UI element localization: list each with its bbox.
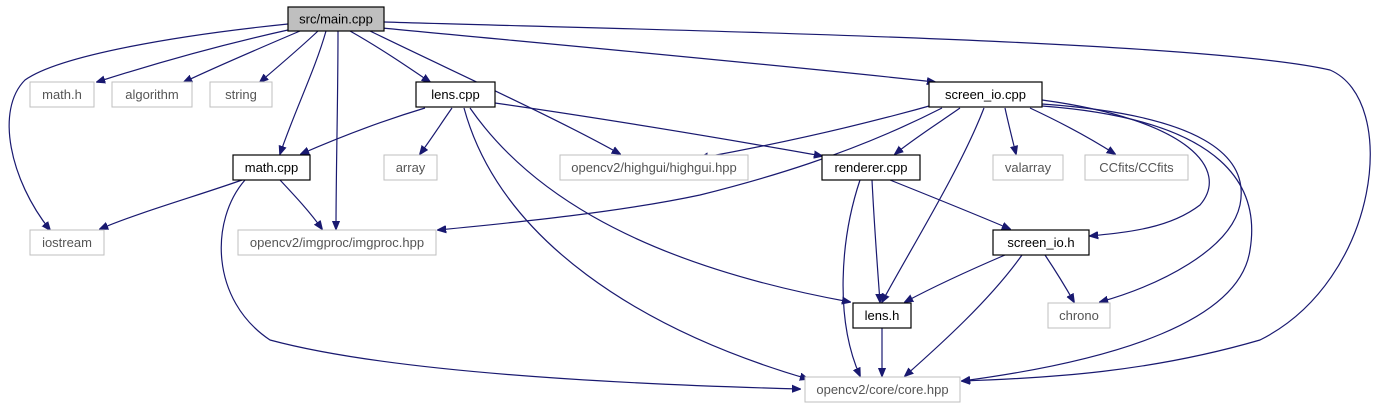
edge-renderer-lens-h — [871, 179, 880, 302]
node-highgui-hpp[interactable]: opencv2/highgui/highgui.hpp — [559, 154, 749, 181]
edge-screen-io-cpp-imgproc — [438, 107, 943, 230]
svg-text:opencv2/highgui/highgui.hpp: opencv2/highgui/highgui.hpp — [571, 160, 737, 175]
edge-main-math-h — [97, 29, 289, 82]
edge-math-cpp-imgproc — [279, 179, 322, 229]
node-lens-cpp[interactable]: lens.cpp — [415, 81, 496, 108]
edge-lens-cpp-array — [420, 107, 453, 154]
svg-text:string: string — [225, 87, 257, 102]
svg-text:opencv2/imgproc/imgproc.hpp: opencv2/imgproc/imgproc.hpp — [250, 235, 424, 250]
node-iostream[interactable]: iostream — [29, 229, 105, 256]
edge-screen-io-h-lens-h — [905, 254, 1006, 302]
svg-text:lens.cpp: lens.cpp — [431, 87, 479, 102]
edge-screen-io-h-chrono — [1044, 254, 1074, 302]
edge-main-imgproc — [336, 30, 338, 229]
svg-text:math.cpp: math.cpp — [245, 160, 298, 175]
svg-text:chrono: chrono — [1059, 308, 1099, 323]
edge-main-iostream — [8, 23, 289, 230]
svg-text:array: array — [396, 160, 426, 175]
edge-screen-io-cpp-lens-h — [882, 107, 985, 302]
svg-text:iostream: iostream — [42, 235, 92, 250]
edge-renderer-core — [842, 179, 860, 376]
svg-text:opencv2/core/core.hpp: opencv2/core/core.hpp — [816, 382, 948, 397]
node-imgproc-hpp[interactable]: opencv2/imgproc/imgproc.hpp — [237, 229, 437, 256]
edge-main-core — [383, 21, 1371, 381]
edge-main-lens-cpp — [349, 30, 430, 82]
edge-screen-io-cpp-renderer — [895, 107, 961, 154]
svg-text:CCfits/CCfits: CCfits/CCfits — [1099, 160, 1174, 175]
svg-text:valarray: valarray — [1005, 160, 1052, 175]
edge-lens-cpp-renderer — [494, 102, 822, 156]
svg-text:algorithm: algorithm — [125, 87, 178, 102]
edge-lens-cpp-lens-h — [469, 107, 850, 302]
edge-main-highgui — [369, 30, 620, 154]
edge-main-math-cpp — [280, 30, 327, 154]
node-renderer-cpp[interactable]: renderer.cpp — [821, 154, 921, 181]
edge-lens-cpp-math-cpp — [301, 107, 426, 154]
edge-screen-io-cpp-chrono — [1041, 103, 1242, 302]
node-ccfits[interactable]: CCfits/CCfits — [1084, 154, 1189, 181]
edge-math-cpp-iostream — [100, 179, 243, 229]
node-string[interactable]: string — [209, 81, 273, 108]
edge-lens-cpp-core — [463, 107, 808, 379]
node-core-hpp[interactable]: opencv2/core/core.hpp — [804, 376, 961, 403]
node-screen-io-cpp[interactable]: screen_io.cpp — [928, 81, 1043, 108]
node-math-cpp[interactable]: math.cpp — [232, 154, 311, 181]
svg-text:lens.h: lens.h — [865, 308, 900, 323]
edge-screen-io-h-core — [905, 254, 1023, 376]
svg-text:screen_io.h: screen_io.h — [1007, 235, 1074, 250]
node-algorithm[interactable]: algorithm — [111, 81, 193, 108]
node-screen-io-h[interactable]: screen_io.h — [992, 229, 1090, 256]
edge-math-cpp-core — [220, 179, 800, 389]
node-math-h[interactable]: math.h — [29, 81, 95, 108]
node-lens-h[interactable]: lens.h — [852, 302, 912, 329]
edge-main-algorithm — [184, 30, 301, 82]
svg-text:screen_io.cpp: screen_io.cpp — [945, 87, 1026, 102]
edge-screen-io-cpp-highgui — [700, 102, 941, 158]
edge-main-screen-io-cpp — [381, 27, 935, 82]
node-chrono[interactable]: chrono — [1047, 302, 1111, 329]
edge-screen-io-cpp-valarray — [1004, 107, 1016, 154]
svg-text:src/main.cpp: src/main.cpp — [299, 12, 373, 27]
edge-main-string — [260, 30, 319, 82]
svg-text:math.h: math.h — [42, 87, 82, 102]
svg-text:renderer.cpp: renderer.cpp — [835, 160, 908, 175]
node-valarray[interactable]: valarray — [992, 154, 1064, 181]
edge-renderer-screen-io-h — [889, 179, 1010, 229]
edge-screen-io-cpp-core — [962, 105, 1253, 381]
node-array[interactable]: array — [383, 154, 438, 181]
edge-screen-io-cpp-ccfits — [1029, 107, 1115, 154]
node-main-cpp[interactable]: src/main.cpp — [287, 6, 385, 32]
